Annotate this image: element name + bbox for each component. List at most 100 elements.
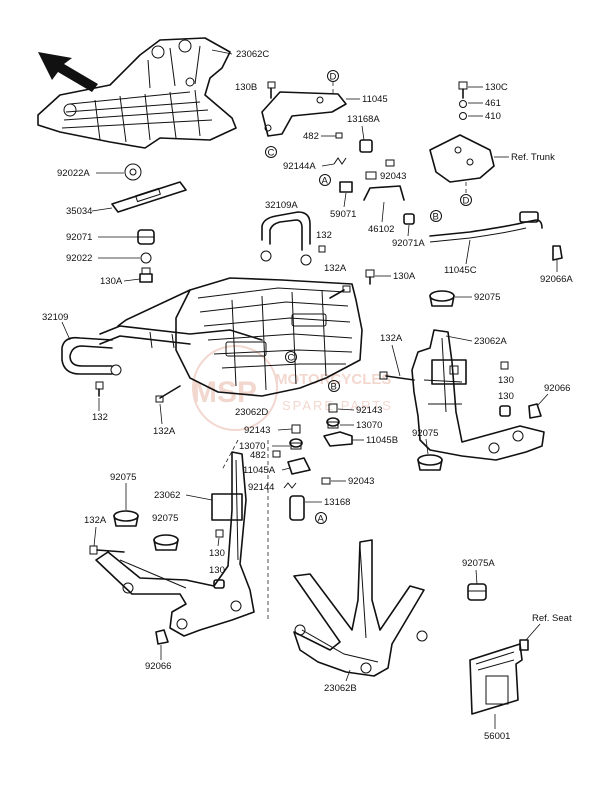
pin-92043-mid: [321, 477, 331, 485]
bolt-130-lower-bot: [213, 579, 225, 589]
rubber-92075-right-mid: [417, 454, 443, 471]
bolt-130-right-top: [500, 361, 509, 370]
watermark-line2: SPARE PARTS: [282, 398, 393, 413]
svg-text:A: A: [318, 514, 325, 525]
svg-text:C: C: [288, 353, 295, 364]
label-11045: 11045: [362, 94, 388, 105]
rubber-92075-right-top: [429, 290, 455, 307]
cap-92066-left: [155, 629, 169, 645]
label-132A-rack: 132A: [153, 426, 176, 437]
watermark-line1: MOTORCYCLES: [275, 371, 391, 388]
bolt-130-right-bot: [499, 405, 511, 417]
label-13070-top: 13070: [356, 420, 382, 431]
svg-text:C: C: [268, 148, 275, 159]
nut-482-top: [335, 132, 343, 139]
label-11045A: 11045A: [243, 465, 276, 476]
label-482-top: 482: [303, 131, 319, 142]
washer-92022A: [124, 163, 142, 181]
svg-text:A: A: [322, 176, 329, 187]
spring-92144A: [333, 157, 347, 165]
label-ref-seat: Ref. Seat: [532, 613, 572, 624]
label-92022: 92022: [66, 253, 92, 264]
rubber-92071A: [403, 213, 415, 225]
callout-c-icon: C: [265, 146, 277, 159]
grab-handle-32109: [61, 336, 122, 376]
label-32109A: 32109A: [265, 200, 298, 211]
pin-92043-top: [385, 159, 395, 167]
label-130C: 130C: [485, 82, 508, 93]
callout-d-icon: D: [327, 70, 339, 83]
label-92075-left: 92075: [110, 472, 136, 483]
label-482-mid: 482: [250, 450, 266, 461]
label-32109: 32109: [42, 312, 68, 323]
label-23062C: 23062C: [236, 49, 269, 60]
direction-arrow-icon: [38, 52, 98, 92]
label-461: 461: [485, 98, 501, 109]
bar-11045C: [429, 211, 543, 243]
cap-92066-right: [528, 403, 542, 419]
washer-410: [459, 112, 467, 120]
bolt-130-lower-top: [215, 529, 224, 538]
stand-frame-23062B: [293, 539, 428, 677]
label-13168A: 13168A: [347, 114, 380, 125]
collar-part: [365, 171, 377, 180]
callout-d-icon: D: [460, 194, 472, 207]
label-92143-top: 92143: [356, 405, 382, 416]
rubber-13070-top: [326, 417, 340, 429]
bushing-92143-mid: [291, 424, 301, 434]
rubber-92075A: [467, 583, 487, 601]
label-92066-right: 92066: [544, 383, 570, 394]
label-92075-right-top: 92075: [474, 292, 500, 303]
rubber-92071: [137, 229, 155, 245]
rear-carrier-part: [37, 37, 237, 149]
label-410: 410: [485, 111, 501, 122]
label-92071A: 92071A: [392, 238, 425, 249]
frame-23062A: [411, 329, 545, 461]
label-92144: 92144: [248, 482, 274, 493]
label-92075-right-mid: 92075: [412, 428, 438, 439]
label-130-lower-top: 130: [209, 548, 225, 559]
label-11045C: 11045C: [444, 265, 477, 276]
bolt-130A-mid: [365, 269, 375, 285]
label-130A-mid: 130A: [393, 271, 416, 282]
label-23062D: 23062D: [235, 407, 268, 418]
label-132-left: 132: [92, 412, 108, 423]
frame-23062: [95, 451, 255, 637]
bracket-11045: [261, 91, 347, 137]
bracket-11045B: [323, 431, 353, 447]
bolt-132A-left: [89, 545, 125, 555]
label-92144A: 92144A: [283, 161, 316, 172]
label-130B: 130B: [235, 82, 257, 93]
label-92022A: 92022A: [57, 168, 90, 179]
svg-text:D: D: [330, 72, 337, 83]
rubber-13070-mid: [289, 438, 303, 450]
trunk-bracket: [429, 134, 495, 183]
label-92043-top: 92043: [380, 171, 406, 182]
bolt-130A-left: [139, 267, 153, 283]
rubber-92075-left: [113, 510, 139, 527]
label-13168: 13168: [324, 497, 350, 508]
svg-text:D: D: [463, 196, 470, 207]
callout-c-icon: C: [285, 351, 297, 364]
label-46102: 46102: [368, 224, 394, 235]
label-92043-mid: 92043: [348, 476, 374, 487]
grab-handle-32109A: [260, 211, 312, 266]
svg-text:B: B: [331, 382, 337, 393]
bolt-132-left: [95, 381, 104, 390]
label-11045B: 11045B: [366, 435, 398, 446]
bolt-132A-right: [379, 371, 415, 381]
label-23062A: 23062A: [474, 336, 507, 347]
clamp-13168: [289, 495, 305, 521]
label-132-mid: 132: [316, 230, 332, 241]
label-92071: 92071: [66, 232, 92, 243]
watermark: MSP MOTORCYCLES SPARE PARTS: [192, 345, 393, 431]
label-132A-right: 132A: [380, 333, 403, 344]
main-rack-frame: [99, 277, 363, 397]
label-92066-left: 92066: [145, 661, 171, 672]
bolt-59071: [339, 181, 353, 193]
label-ref-trunk: Ref. Trunk: [511, 152, 555, 163]
washer-92022: [140, 252, 152, 264]
label-130-lower-bot: 130: [209, 565, 225, 576]
bushing-92143-top: [328, 403, 338, 413]
